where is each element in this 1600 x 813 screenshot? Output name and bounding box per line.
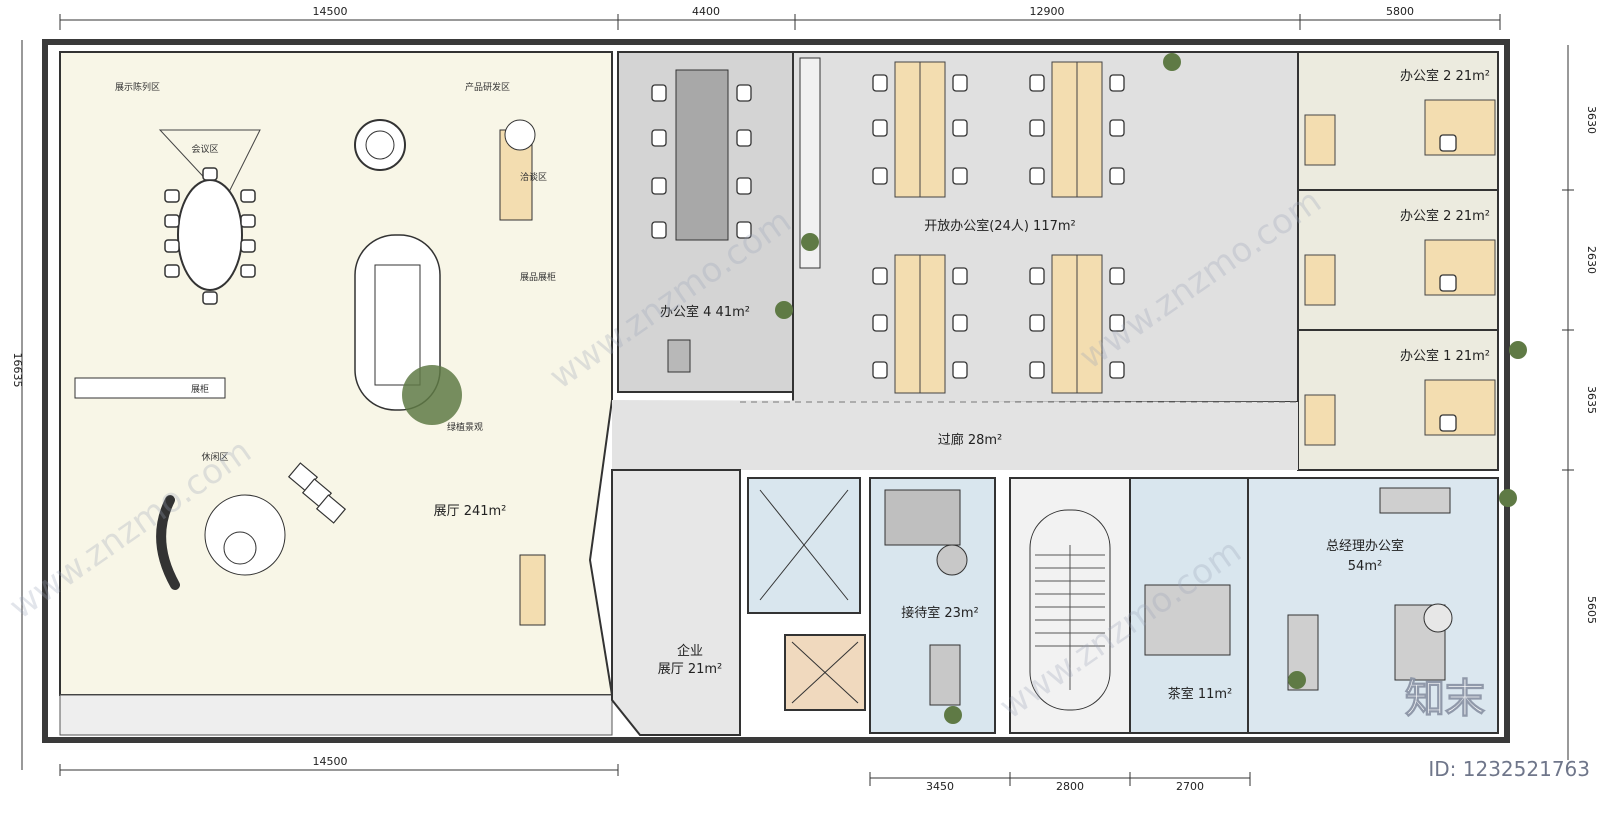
- watermark-brand: 知末: [1405, 676, 1485, 722]
- office-4-cabinet: [667, 339, 691, 373]
- staircase-outline: [1029, 509, 1111, 711]
- label-green: 绿植景观: [447, 421, 483, 433]
- room-gm-office-2: 54m²: [1348, 559, 1382, 574]
- dim-bottom-3: 2700: [1176, 780, 1204, 793]
- room-exhibition-hall: 展厅 241m²: [434, 504, 507, 519]
- small-office-desks: [1304, 99, 1496, 446]
- plant-icon: [402, 365, 462, 425]
- company-hall-area: [611, 469, 741, 736]
- counter-stool: [504, 119, 536, 151]
- label-top-zone: 展示陈列区: [115, 81, 160, 93]
- stair-treads: [1035, 545, 1105, 690]
- pantry-counter: [799, 57, 821, 269]
- dim-top-3: 12900: [1030, 5, 1065, 18]
- reception-table: [936, 544, 968, 576]
- reception-sofa: [884, 489, 961, 546]
- plant-pots: [775, 53, 1527, 724]
- room-company-hall-2: 展厅 21m²: [658, 662, 723, 677]
- projection-zone: [158, 129, 261, 201]
- shelf-strip: [74, 377, 226, 399]
- dim-bottom-1: 3450: [926, 780, 954, 793]
- meeting-chairs: [164, 167, 256, 305]
- room-company-hall-1: 企业: [677, 643, 703, 659]
- dim-left: 16635: [11, 353, 24, 388]
- label-meeting: 会议区: [191, 143, 218, 155]
- corridor-area: [612, 400, 1298, 470]
- open-office-area: [792, 51, 1299, 403]
- label-top-zone-2: 产品研发区: [465, 81, 510, 93]
- dim-right-2: 2630: [1585, 246, 1598, 274]
- desk-dividers: [919, 62, 1078, 393]
- elevator-2-cross-b: [791, 641, 859, 704]
- coffee-table: [223, 531, 257, 565]
- room-office-1: 办公室 1 21m²: [1400, 348, 1490, 364]
- meeting-table: [177, 179, 243, 291]
- room-gm-office-1: 总经理办公室: [1326, 538, 1404, 554]
- label-product: 展品展柜: [520, 271, 556, 283]
- dim-top-1: 14500: [313, 5, 348, 18]
- label-shelf: 展柜: [191, 383, 209, 395]
- room-corridor: 过廊 28m²: [938, 432, 1003, 448]
- outer-wall: [42, 39, 1510, 743]
- watermark-id: ID: 1232521763: [1428, 757, 1590, 781]
- central-display: [354, 234, 441, 411]
- office-4-chairs: [651, 84, 752, 239]
- lounge-rug: [204, 494, 286, 576]
- dim-right-4: 5605: [1585, 596, 1598, 624]
- dim-right-3: 3635: [1585, 386, 1598, 414]
- bench-seats: [287, 462, 347, 524]
- open-office-chairs: [872, 74, 1125, 379]
- round-desk: [354, 119, 406, 171]
- dim-top-2: 4400: [692, 5, 720, 18]
- tea-table: [1144, 584, 1231, 656]
- dim-bottom-left: 14500: [313, 755, 348, 768]
- central-display-shelves: [374, 264, 421, 386]
- reception-desk: [929, 644, 961, 706]
- room-reception: 接待室 23m²: [901, 605, 979, 621]
- sofa: [156, 495, 180, 590]
- bottom-storage: [59, 694, 613, 736]
- dim-top-4: 5800: [1386, 5, 1414, 18]
- label-reading: 洽谈区: [520, 171, 547, 183]
- room-office-2b: 办公室 2 21m²: [1400, 208, 1490, 224]
- gm-chair: [1423, 603, 1453, 633]
- office-4-table: [675, 69, 729, 241]
- room-tea: 茶室 11m²: [1168, 686, 1233, 702]
- room-open-office: 开放办公室(24人) 117m²: [924, 218, 1076, 234]
- gm-sofa: [1379, 487, 1451, 514]
- dim-right-1: 3630: [1585, 106, 1598, 134]
- room-office-4: 办公室 4 41m²: [660, 304, 750, 320]
- label-leisure: 休闲区: [201, 451, 228, 463]
- dim-bottom-2: 2800: [1056, 780, 1084, 793]
- side-counter: [519, 554, 546, 626]
- dimension-lines: [21, 14, 1574, 786]
- round-desk-inner: [365, 130, 395, 160]
- elevator-1-cross-b: [759, 489, 849, 601]
- room-office-2a: 办公室 2 21m²: [1400, 68, 1490, 84]
- small-office-chairs: [1439, 134, 1457, 432]
